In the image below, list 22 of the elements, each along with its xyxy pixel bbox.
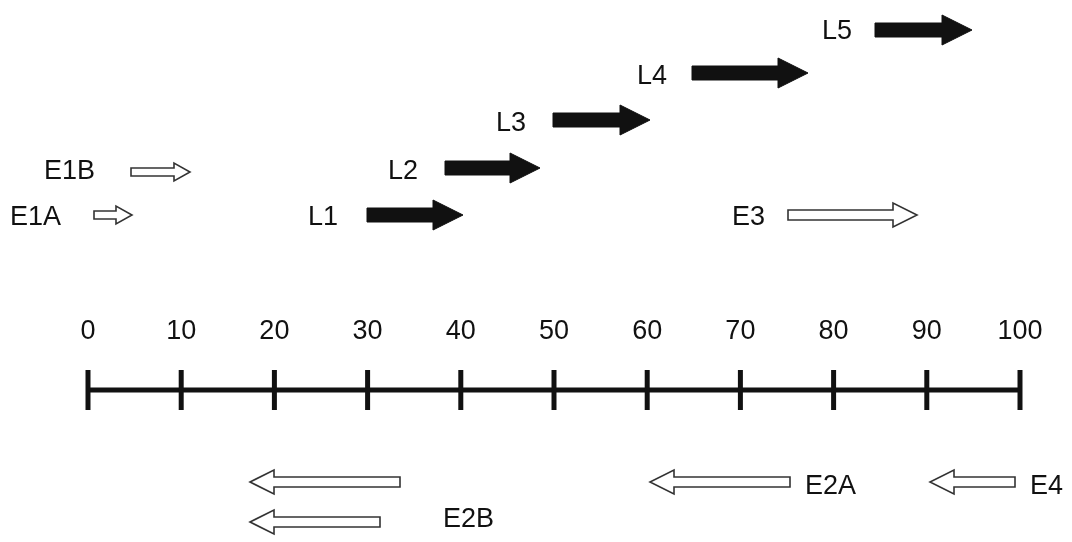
arrow-label: E2A: [805, 471, 857, 499]
arrow-label: E4: [1030, 471, 1064, 499]
arrow-label: L5: [822, 16, 853, 44]
tick-label: 90: [911, 316, 942, 344]
tick-label: 10: [166, 316, 197, 344]
tick-label: 60: [632, 316, 663, 344]
tick-label: 30: [352, 316, 383, 344]
arrow-label: E2B: [443, 504, 495, 532]
tick-label: 70: [725, 316, 756, 344]
arrow-label: L1: [308, 202, 339, 230]
arrow-label: L2: [388, 156, 419, 184]
tick-label: 20: [259, 316, 290, 344]
tick-label: 0: [80, 316, 96, 344]
arrow-label: E1A: [10, 202, 62, 230]
arrow-label: E3: [732, 202, 766, 230]
tick-label: 40: [445, 316, 476, 344]
tick-label: 50: [539, 316, 569, 344]
arrow-label: E1B: [44, 156, 96, 184]
arrow-label: L4: [637, 61, 668, 89]
tick-label: 100: [997, 316, 1043, 344]
arrow-label: L3: [496, 108, 527, 136]
tick-label: 80: [818, 316, 849, 344]
